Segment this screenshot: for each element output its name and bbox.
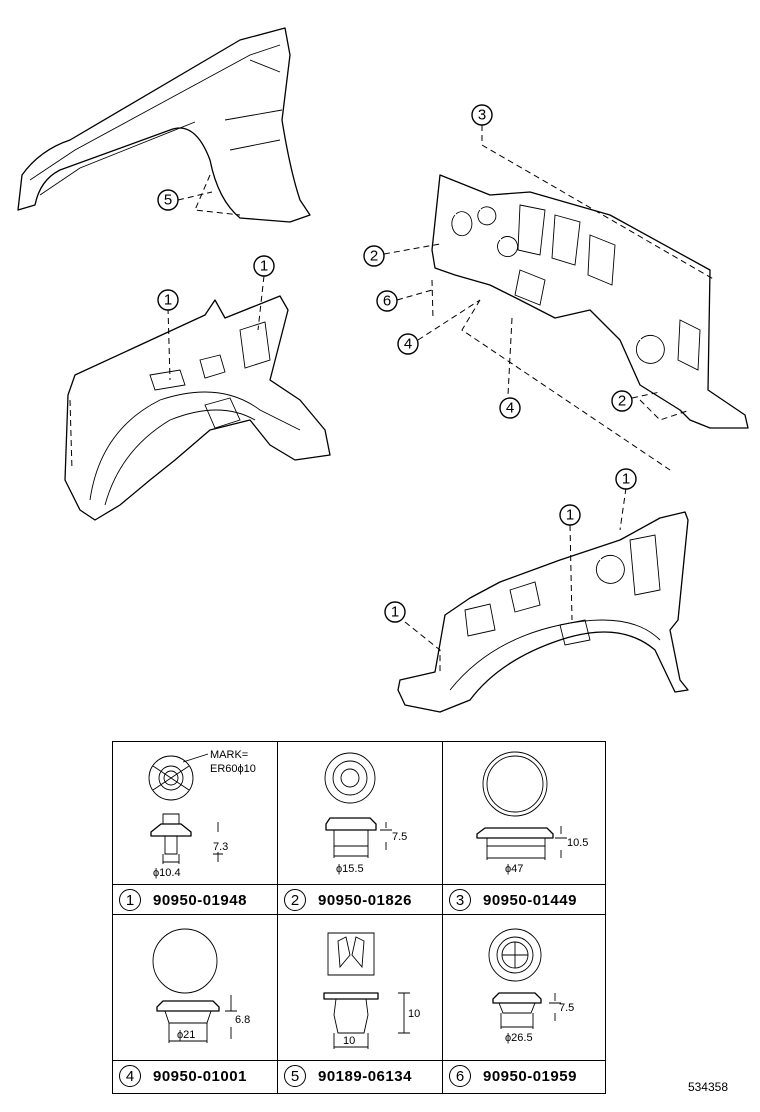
callout-right-1b: 1 <box>559 504 581 526</box>
svg-text:2: 2 <box>618 393 626 410</box>
part-index: 5 <box>284 1065 306 1087</box>
callout-dash-2b: 2 <box>611 390 661 412</box>
svg-text:10.5: 10.5 <box>567 837 588 849</box>
callout-dash-2a: 2 <box>363 243 441 267</box>
svg-text:ER60ϕ10: ER60ϕ10 <box>210 763 256 775</box>
left-wheel-apron <box>64 275 331 521</box>
callout-dash-4a: 4 <box>397 299 481 355</box>
callout-fender-5: 5 <box>157 189 213 211</box>
right-wheel-apron <box>397 487 689 713</box>
svg-text:MARK=: MARK= <box>210 749 248 761</box>
svg-text:1: 1 <box>622 471 630 488</box>
part-1-label: 1 90950-01948 <box>113 885 277 915</box>
dash-panel <box>431 144 749 471</box>
callout-dash-3: 3 <box>471 104 493 145</box>
svg-text:10: 10 <box>408 1008 420 1020</box>
svg-text:1: 1 <box>164 292 172 309</box>
svg-text:1: 1 <box>391 604 399 621</box>
part-3-label: 3 90950-01449 <box>443 885 607 915</box>
part-index: 2 <box>284 889 306 911</box>
svg-text:ϕ10.4: ϕ10.4 <box>153 867 181 879</box>
svg-text:7.3: 7.3 <box>213 841 228 853</box>
part-number: 90189-06134 <box>318 1067 412 1085</box>
svg-text:ϕ26.5: ϕ26.5 <box>505 1032 533 1044</box>
callout-left-1a: 1 <box>157 289 179 311</box>
svg-text:7.5: 7.5 <box>559 1002 574 1014</box>
svg-text:6: 6 <box>383 293 391 310</box>
part-6-drawing: 7.5 ϕ26.5 <box>488 928 574 1044</box>
exploded-parts-drawing: 5 1 1 3 2 <box>17 27 749 713</box>
svg-text:2: 2 <box>370 248 378 265</box>
document-id: 534358 <box>687 1080 728 1094</box>
part-4-label: 4 90950-01001 <box>113 1061 277 1091</box>
fender-panel <box>17 27 311 223</box>
part-5-drawing: 10 10 <box>323 932 420 1049</box>
callout-right-1a: 1 <box>615 468 637 490</box>
svg-text:6.8: 6.8 <box>235 1014 250 1026</box>
svg-text:3: 3 <box>478 107 486 124</box>
part-number: 90950-01449 <box>483 891 577 909</box>
callout-dash-4b: 4 <box>499 397 521 419</box>
part-1-drawing: MARK= ER60ϕ10 7.3 ϕ10.4 <box>148 749 256 879</box>
part-3-drawing: 10.5 ϕ47 <box>476 751 588 875</box>
part-4-drawing: 6.8 ϕ21 <box>152 928 250 1043</box>
parts-table: MARK= ER60ϕ10 7.3 ϕ10.4 7.5 ϕ15.5 10.5 ϕ… <box>112 741 606 1094</box>
svg-text:1: 1 <box>260 258 268 275</box>
svg-text:5: 5 <box>164 192 172 209</box>
part-number: 90950-01959 <box>483 1067 577 1085</box>
part-5-label: 5 90189-06134 <box>278 1061 442 1091</box>
callout-left-1b: 1 <box>253 255 275 277</box>
part-index: 1 <box>119 889 141 911</box>
svg-text:4: 4 <box>404 336 412 353</box>
part-number: 90950-01948 <box>153 891 247 909</box>
part-2-drawing: 7.5 ϕ15.5 <box>324 752 407 875</box>
svg-text:ϕ47: ϕ47 <box>505 863 523 875</box>
svg-text:1: 1 <box>566 507 574 524</box>
svg-text:ϕ15.5: ϕ15.5 <box>336 863 364 875</box>
part-index: 3 <box>449 889 471 911</box>
svg-text:7.5: 7.5 <box>392 831 407 843</box>
part-6-label: 6 90950-01959 <box>443 1061 607 1091</box>
part-number: 90950-01001 <box>153 1067 247 1085</box>
svg-text:4: 4 <box>506 400 514 417</box>
callout-dash-6: 6 <box>376 289 433 312</box>
svg-text:ϕ21: ϕ21 <box>177 1029 195 1041</box>
callout-right-1c: 1 <box>384 601 406 623</box>
part-number: 90950-01826 <box>318 891 412 909</box>
part-index: 6 <box>449 1065 471 1087</box>
part-index: 4 <box>119 1065 141 1087</box>
part-2-label: 2 90950-01826 <box>278 885 442 915</box>
svg-text:10: 10 <box>343 1035 355 1047</box>
